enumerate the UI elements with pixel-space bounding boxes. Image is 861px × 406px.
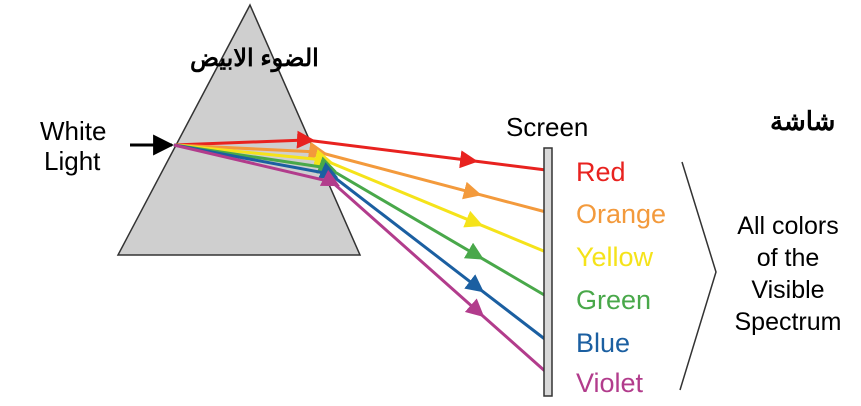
color-label-yellow: Yellow <box>576 242 654 272</box>
screen-arabic-label: شاشة <box>770 106 835 136</box>
spectrum-caption-line2: of the <box>757 244 820 272</box>
color-label-violet: Violet <box>576 368 644 398</box>
color-label-blue: Blue <box>576 328 630 358</box>
screen <box>544 148 552 396</box>
spectrum-caption-line1: All colors <box>737 212 838 240</box>
spectrum-bracket <box>680 162 716 390</box>
white-light-label-line2: Light <box>44 146 101 176</box>
color-label-orange: Orange <box>576 199 666 229</box>
white-light-arabic-label: الضوء الابيض <box>190 45 319 73</box>
screen-label: Screen <box>506 112 588 142</box>
prism <box>118 5 360 255</box>
color-label-red: Red <box>576 157 626 187</box>
spectrum-caption-line3: Visible <box>751 276 824 304</box>
spectrum-caption-line4: Spectrum <box>735 308 842 336</box>
color-label-green: Green <box>576 285 651 315</box>
white-light-label-line1: White <box>40 116 106 146</box>
